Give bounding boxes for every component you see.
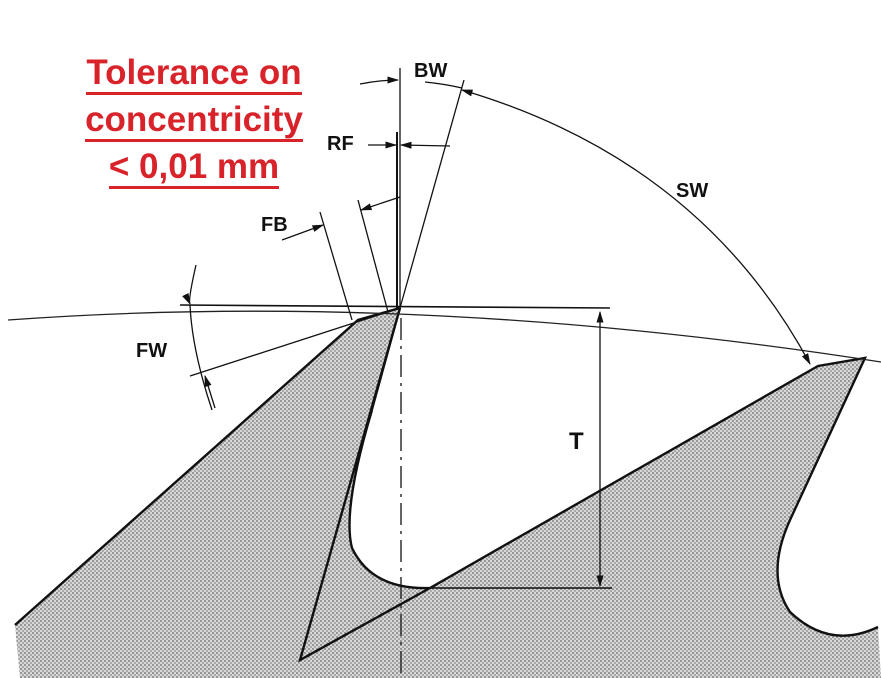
fb-ext-1 — [319, 211, 353, 321]
label-bw: BW — [414, 60, 448, 82]
bw-arc-2 — [424, 81, 463, 89]
fw-arc — [182, 264, 197, 306]
tooth-body — [15, 308, 881, 678]
fw-arrow — [204, 374, 216, 409]
fw-line — [189, 307, 401, 377]
label-fb: FB — [261, 214, 288, 236]
fw-arc-2 — [189, 304, 213, 411]
note-line-1: Tolerance on — [86, 54, 302, 95]
face-line — [399, 79, 465, 309]
label-sw: SW — [676, 180, 709, 202]
fb-dim-2 — [359, 196, 401, 211]
label-fw: FW — [136, 340, 168, 362]
fb-ext-2 — [357, 199, 389, 313]
label-rf: RF — [327, 133, 354, 155]
tolerance-note: Tolerance on concentricity < 0,01 mm — [78, 52, 310, 193]
rf-dim-2 — [399, 141, 451, 149]
fb-dim — [281, 224, 325, 241]
tangent-line — [179, 304, 611, 309]
note-line-2: concentricity — [85, 101, 303, 142]
sw-arc — [460, 89, 811, 366]
rounded-tip — [371, 307, 401, 411]
label-t: T — [569, 428, 584, 455]
note-line-3: < 0,01 mm — [108, 148, 280, 189]
bw-arc — [359, 76, 400, 85]
